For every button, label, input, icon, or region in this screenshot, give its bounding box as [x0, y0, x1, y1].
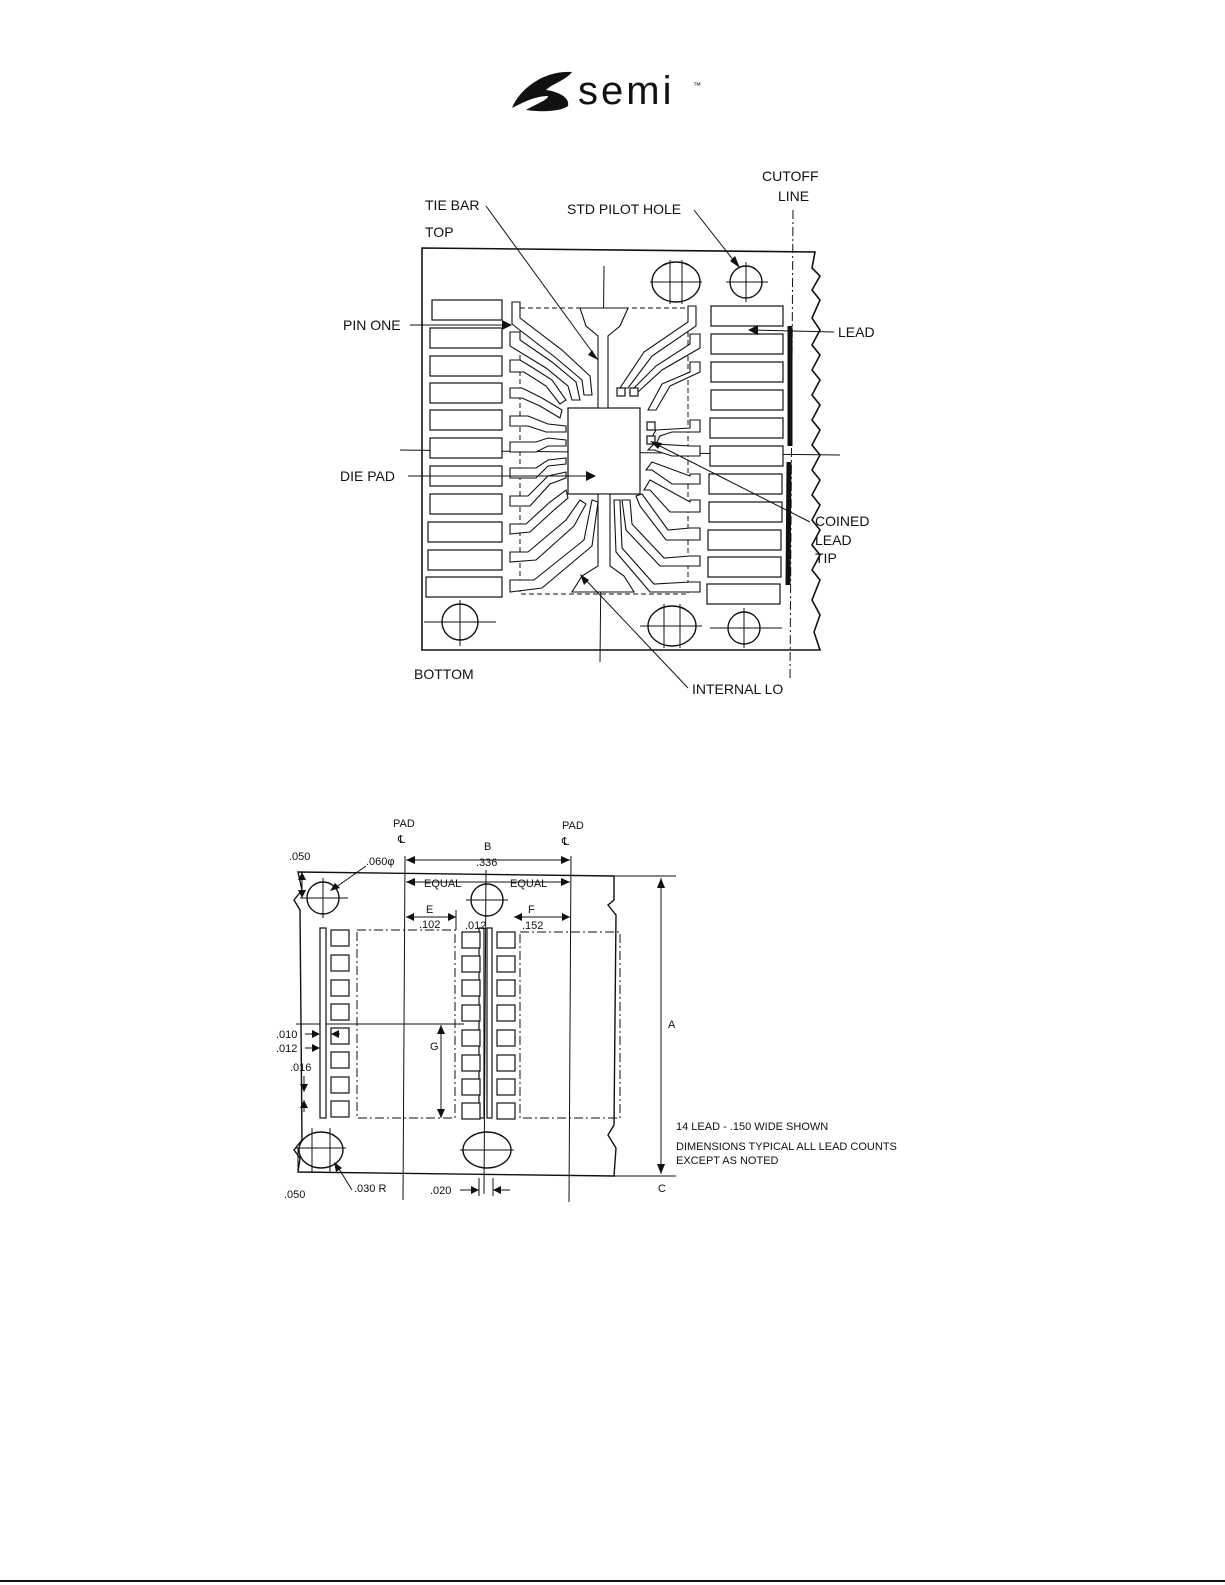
die-pad [568, 408, 640, 494]
label-e-dim: .102 [419, 919, 440, 931]
left-lead-strips [426, 300, 502, 597]
label-012-top: .012 [465, 920, 486, 932]
label-f-dim: .152 [522, 920, 543, 932]
label-top: TOP [425, 224, 454, 240]
label-tie-bar: TIE BAR [425, 197, 479, 213]
semi-logo-tm: ™ [693, 81, 701, 90]
label-050-bottom: .050 [284, 1189, 305, 1201]
label-pin-one: PIN ONE [343, 317, 401, 333]
pad-centerline-left [403, 856, 405, 1200]
label-016: .016 [290, 1062, 311, 1074]
note-line-2: DIMENSIONS TYPICAL ALL LEAD COUNTS [676, 1141, 897, 1153]
left-strip-bar [320, 928, 326, 1118]
label-equal-right: EQUAL [510, 878, 547, 890]
label-f: F [528, 904, 535, 916]
label-lead: LEAD [838, 324, 875, 340]
label-cutoff-line: LINE [778, 188, 809, 204]
note-line-1: 14 LEAD - .150 WIDE SHOWN [676, 1121, 828, 1133]
semi-logo-swoosh-icon [512, 72, 572, 111]
right-lead-strips [707, 306, 783, 604]
label-pad-left: PAD [393, 818, 415, 830]
lead-frame-top-figure: CUTOFF LINE TIE BAR TOP STD PILOT HOLE P… [340, 168, 875, 697]
label-010: .010 [276, 1029, 297, 1041]
label-coined: COINED [815, 513, 869, 529]
label-coined-lead: LEAD [815, 532, 852, 548]
label-equal-left: EQUAL [424, 878, 461, 890]
semi-logo-text: semi [578, 69, 674, 113]
label-g: G [430, 1041, 439, 1053]
label-050-top: .050 [289, 851, 310, 863]
pilot-hole-oval-left [299, 1132, 343, 1168]
semi-logo: semi ™ [512, 69, 701, 113]
center-strip-bar-2 [487, 928, 492, 1118]
label-a: A [668, 1019, 676, 1031]
label-pad-left-cl: ℄ [397, 834, 405, 846]
label-std-pilot-hole: STD PILOT HOLE [567, 201, 681, 217]
label-die-pad: DIE PAD [340, 468, 395, 484]
label-cutoff: CUTOFF [762, 168, 819, 184]
label-internal-lo: INTERNAL LO [692, 681, 783, 697]
dimension-bottom-figure: PAD ℄ PAD ℄ B .336 .050 .060φ EQUAL EQUA… [276, 818, 897, 1202]
label-c: C [658, 1183, 666, 1195]
label-pad-right: PAD [562, 820, 584, 832]
label-b: B [484, 841, 491, 853]
label-020: .020 [430, 1185, 451, 1197]
center-right-pad-column [497, 932, 515, 1119]
label-012-side: .012 [276, 1043, 297, 1055]
label-bottom: BOTTOM [414, 666, 474, 682]
label-e: E [426, 904, 433, 916]
note-line-3: EXCEPT AS NOTED [676, 1155, 779, 1167]
label-b-dim: .336 [476, 857, 497, 869]
center-left-pad-column [462, 932, 480, 1119]
label-030r: .030 R [354, 1183, 386, 1195]
footer-rule [0, 1580, 1225, 1582]
label-coined-tip: TIP [815, 550, 837, 566]
label-060: .060φ [366, 856, 395, 868]
lead-bar-lower [788, 462, 789, 585]
label-pad-right-cl: ℄ [561, 836, 569, 848]
pad-centerline-right [569, 856, 571, 1202]
